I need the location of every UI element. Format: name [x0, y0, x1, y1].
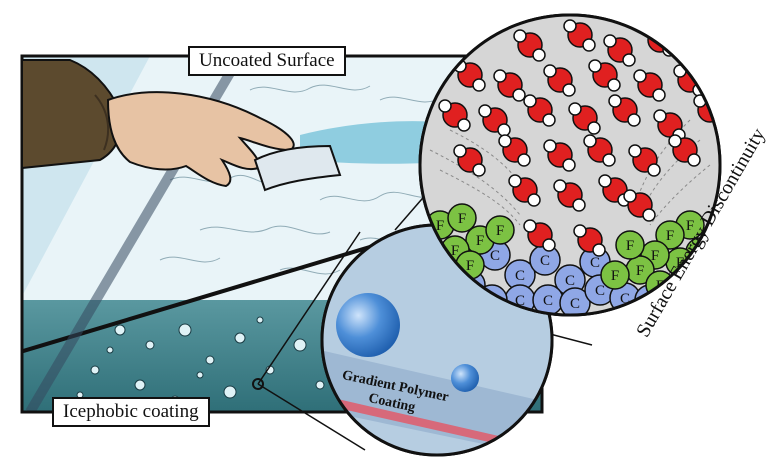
water-molecule: [583, 134, 616, 167]
svg-text:F: F: [476, 233, 484, 249]
water-molecule: [453, 144, 486, 177]
svg-text:C: C: [565, 273, 575, 289]
water-molecule: [573, 224, 606, 257]
svg-text:C: C: [590, 255, 600, 271]
water-molecule: [523, 94, 556, 127]
svg-text:C: C: [543, 293, 553, 309]
water-molecule: [608, 94, 641, 127]
svg-text:F: F: [626, 238, 634, 254]
svg-text:F: F: [436, 218, 444, 234]
fluorine-atom: F: [655, 220, 685, 250]
svg-text:F: F: [676, 255, 684, 271]
svg-text:F: F: [496, 223, 504, 239]
carbon-atom: C: [559, 287, 591, 315]
water-molecule: [588, 59, 621, 92]
svg-text:F: F: [636, 263, 644, 279]
water-molecule: [543, 64, 576, 97]
water-molecules: [438, 19, 720, 257]
large-water-droplet: [336, 293, 400, 357]
fluorine-atom: F: [615, 230, 645, 260]
svg-text:F: F: [451, 243, 459, 259]
hand: [106, 91, 295, 188]
carbon-atom: C: [504, 259, 536, 291]
water-molecule: [603, 34, 636, 67]
svg-text:F: F: [666, 228, 674, 244]
water-molecule: [498, 134, 531, 167]
water-molecule: [553, 179, 586, 212]
water-molecule: [563, 19, 596, 52]
svg-text:F: F: [686, 218, 694, 234]
water-molecule: [668, 134, 701, 167]
svg-text:C: C: [570, 296, 580, 312]
svg-text:C: C: [620, 291, 630, 307]
svg-text:C: C: [540, 253, 550, 269]
water-molecule: [508, 174, 541, 207]
water-molecule: [628, 144, 661, 177]
svg-text:C: C: [515, 293, 525, 309]
svg-text:F: F: [458, 211, 466, 227]
icephobic-coating-label: Icephobic coating: [52, 397, 210, 427]
fluorine-atom: F: [625, 255, 655, 285]
droplet-callout-ring: [252, 378, 264, 390]
small-water-droplet: [451, 364, 479, 392]
svg-text:C: C: [515, 268, 525, 284]
water-molecule: [598, 174, 631, 207]
svg-text:C: C: [490, 248, 500, 264]
svg-text:F: F: [466, 258, 474, 274]
ice-scraper: [253, 144, 342, 192]
uncoated-surface-label: Uncoated Surface: [188, 46, 346, 76]
svg-text:C: C: [595, 283, 605, 299]
water-molecule: [523, 219, 556, 252]
water-molecule: [543, 139, 576, 172]
fluorine-atom: F: [485, 215, 515, 245]
water-molecule: [438, 99, 471, 132]
water-molecule: [633, 69, 666, 102]
water-molecule: [493, 69, 526, 102]
water-molecule: [623, 189, 656, 222]
fluorine-atom: F: [600, 260, 630, 290]
svg-text:F: F: [611, 268, 619, 284]
svg-text:F: F: [651, 248, 659, 264]
water-molecule: [568, 102, 601, 135]
fluorine-atom: F: [447, 203, 477, 233]
water-molecule: [513, 29, 546, 62]
